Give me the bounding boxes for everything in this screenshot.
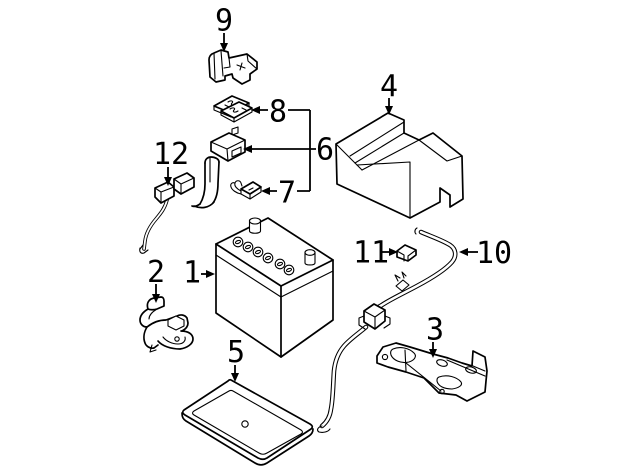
part-9-fuse-holder-cover	[208, 49, 258, 85]
callout-2[interactable]: 2	[147, 255, 165, 303]
battery-cell-caps	[232, 236, 295, 276]
cable-connector-block	[358, 303, 391, 330]
arrowhead-left-icon	[261, 187, 270, 195]
part-4-battery-cover	[335, 112, 464, 219]
callout-2-label: 2	[147, 255, 165, 290]
callout-7[interactable]: 7	[261, 176, 310, 211]
arrowhead-down-icon	[429, 349, 437, 358]
callout-4[interactable]: 4	[380, 70, 398, 116]
callout-6[interactable]: 6	[243, 133, 334, 168]
cable-harness-clip	[394, 271, 410, 292]
part-7-bracket-clamp	[230, 180, 262, 200]
arrowhead-down-icon	[385, 106, 393, 115]
callout-8-label: 8	[269, 95, 287, 130]
callout-1[interactable]: 1	[183, 256, 215, 291]
callout-12[interactable]: 12	[153, 137, 189, 186]
callout-6-label: 6	[316, 133, 334, 168]
callout-1-label: 1	[183, 256, 201, 291]
part-3-support-bracket	[376, 342, 488, 402]
part-8-fusible-link	[213, 95, 253, 123]
callout-11-label: 11	[353, 236, 389, 271]
callout-4-label: 4	[380, 70, 398, 105]
callout-8[interactable]: 8	[251, 95, 310, 130]
callout-11[interactable]: 11	[353, 236, 398, 271]
callout-3-label: 3	[426, 313, 444, 348]
arrowhead-right-icon	[206, 270, 215, 278]
callout-7-label: 7	[278, 176, 296, 211]
arrowhead-down-icon	[231, 373, 239, 382]
part-12-fusible-link-connector	[139, 172, 195, 254]
callout-5[interactable]: 5	[227, 335, 245, 382]
arrowhead-left-icon	[459, 248, 468, 256]
callout-9-label: 9	[215, 4, 233, 39]
callout-12-label: 12	[153, 137, 189, 172]
callout-10[interactable]: 10	[459, 236, 512, 271]
arrowhead-down-icon	[164, 177, 172, 186]
callout-5-label: 5	[227, 335, 245, 370]
part-6-fuse-holder-bracket	[191, 126, 246, 209]
part-5-battery-tray	[181, 378, 314, 466]
callout-9[interactable]: 9	[215, 4, 233, 53]
callout-3[interactable]: 3	[426, 313, 444, 359]
part-1-battery	[215, 217, 334, 358]
arrowhead-down-icon	[152, 294, 160, 303]
arrowhead-left-icon	[251, 106, 260, 114]
part-10-battery-cable	[317, 227, 458, 433]
part-11-cable-clip	[396, 244, 417, 262]
arrowhead-left-icon	[243, 145, 252, 153]
arrowhead-right-icon	[389, 248, 398, 256]
part-2-battery-terminal	[139, 296, 194, 353]
arrowhead-down-icon	[220, 43, 228, 52]
callout-10-label: 10	[476, 236, 512, 271]
